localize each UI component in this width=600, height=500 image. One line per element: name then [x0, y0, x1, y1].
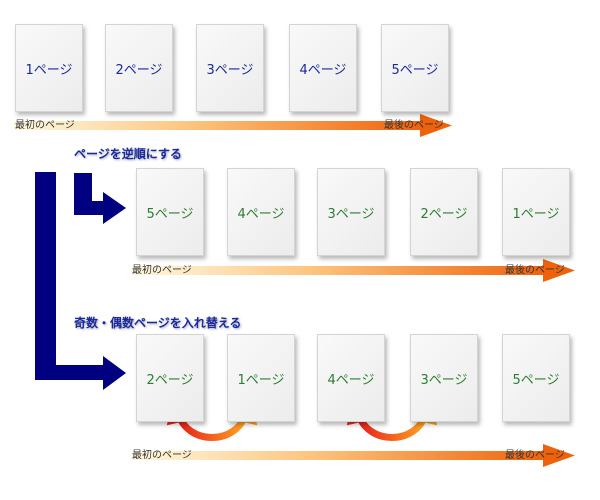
row3-page-1: 2ページ [136, 334, 204, 422]
row2-page-2: 4ページ [227, 168, 295, 256]
row1-page-5: 5ページ [381, 24, 449, 112]
row2-page-5: 1ページ [502, 168, 570, 256]
row1-page-1: 1ページ [15, 24, 83, 112]
row3-start-label: 最初のページ [132, 450, 192, 461]
timeline-arrow-row2 [132, 259, 575, 282]
navy-arrow-to-row2 [74, 173, 126, 224]
row3-title: 奇数・偶数ページを入れ替える [74, 316, 242, 330]
navy-arrow-to-row3 [35, 172, 126, 390]
timeline-arrow-row1 [14, 114, 452, 137]
row2-start-label: 最初のページ [132, 265, 192, 276]
row1-end-label: 最後のページ [384, 120, 444, 131]
row3-page-3: 4ページ [317, 334, 385, 422]
row1-start-label: 最初のページ [15, 120, 75, 131]
row3-page-2: 1ページ [227, 334, 295, 422]
row3-end-label: 最後のページ [505, 450, 565, 461]
row3-page-5: 5ページ [502, 334, 570, 422]
row2-end-label: 最後のページ [505, 265, 565, 276]
row1-page-4: 4ページ [289, 24, 357, 112]
row2-page-1: 5ページ [136, 168, 204, 256]
row2-page-4: 2ページ [410, 168, 478, 256]
row3-page-4: 3ページ [410, 334, 478, 422]
row1-page-3: 3ページ [196, 24, 264, 112]
timeline-arrow-row3 [132, 444, 575, 467]
row2-title: ページを逆順にする [74, 147, 182, 161]
row2-page-3: 3ページ [317, 168, 385, 256]
row1-page-2: 2ページ [105, 24, 173, 112]
